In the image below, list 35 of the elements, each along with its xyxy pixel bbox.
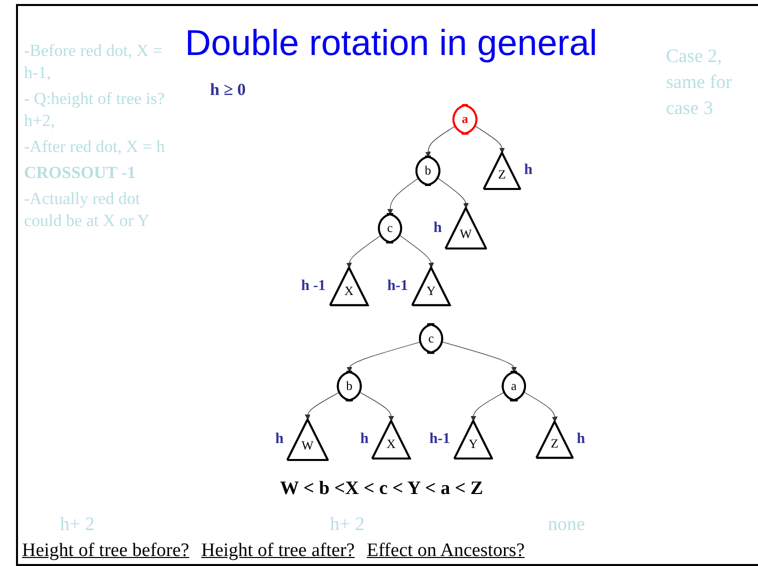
arrow bbox=[399, 235, 434, 268]
arrow bbox=[360, 392, 394, 422]
height-label: h ≥ 0 bbox=[210, 80, 246, 99]
height-label: h -1 bbox=[301, 278, 326, 295]
question-text: Height of tree after? bbox=[201, 540, 355, 561]
note-text: - Q:height of tree is? h+2, bbox=[24, 88, 166, 132]
title: Double rotation in general bbox=[185, 22, 598, 64]
arrow bbox=[524, 392, 558, 422]
answer-text: none bbox=[548, 514, 585, 536]
arrow bbox=[442, 342, 517, 372]
arrow bbox=[438, 178, 469, 209]
note-text: -After red dot, X = h bbox=[24, 136, 166, 158]
note-text: CROSSOUT -1 bbox=[24, 162, 137, 184]
arrow bbox=[387, 178, 419, 215]
note-text: -Actually red dot could be at X or Y bbox=[24, 188, 150, 232]
answer-text: h+ 2 bbox=[330, 514, 364, 536]
height-label: h bbox=[360, 431, 369, 448]
height-label: h bbox=[576, 431, 586, 448]
arrow bbox=[425, 126, 456, 158]
question-text: Height of tree before? bbox=[22, 540, 190, 561]
question-text: Effect on Ancestors? bbox=[366, 540, 525, 561]
arrow bbox=[304, 392, 340, 420]
height-label: h-1 bbox=[387, 278, 408, 295]
height-label: h bbox=[275, 431, 284, 448]
note-text: -Before red dot, X = h-1, bbox=[24, 40, 164, 84]
arrow bbox=[470, 392, 505, 422]
note-text: Case 2, same for case 3 bbox=[666, 45, 733, 121]
answer-text: h+ 2 bbox=[60, 514, 94, 536]
arrow bbox=[346, 342, 421, 372]
ordering-text: W < b <X < c < Y < a < Z bbox=[280, 478, 484, 499]
height-label: h bbox=[524, 162, 532, 180]
arrow bbox=[474, 126, 505, 154]
height-label: h bbox=[434, 220, 442, 237]
arrow bbox=[346, 235, 382, 268]
height-label: h-1 bbox=[429, 431, 450, 448]
